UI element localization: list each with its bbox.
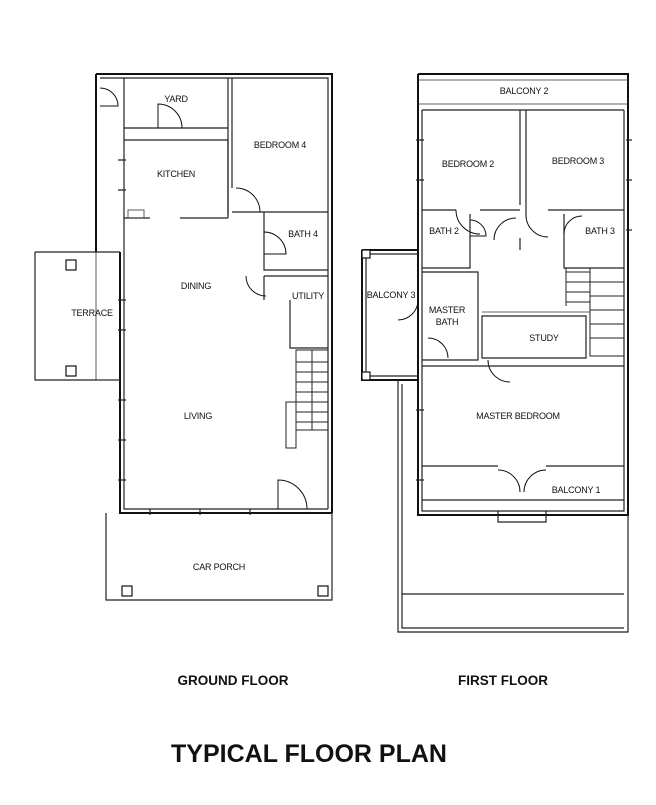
first-staircase <box>565 267 625 357</box>
bath4-door-swing <box>263 231 287 255</box>
balcony1-door-swing <box>497 469 547 493</box>
ground-floor-label: GROUND FLOOR <box>178 673 289 688</box>
room-label-bath4: BATH 4 <box>288 229 318 239</box>
study-door-swing <box>487 359 511 383</box>
balcony3-outline <box>361 249 418 381</box>
ground-windows <box>118 159 126 481</box>
room-label-yard: YARD <box>164 94 188 104</box>
room-label-master-bath-line1: MASTER <box>429 305 466 315</box>
bath2-door-swing <box>469 219 487 237</box>
terrace-post <box>65 365 77 377</box>
room-label-bath2: BATH 2 <box>429 226 459 236</box>
room-label-balcony1: BALCONY 1 <box>552 485 601 495</box>
master-bedroom-wall <box>422 365 624 467</box>
ground-left-strip <box>95 252 120 381</box>
first-floor-outer-wall <box>417 73 629 516</box>
room-label-living: LIVING <box>184 411 213 421</box>
room-label-car-porch: CAR PORCH <box>193 562 245 572</box>
master-bath-wall <box>422 271 479 361</box>
room-label-balcony3: BALCONY 3 <box>367 290 416 300</box>
ground-floor-plan: YARD BEDROOM 4 KITCHEN BATH 4 DINING UTI… <box>34 73 333 601</box>
first-floor-roof-canopy <box>397 380 629 633</box>
bath4-wall <box>263 212 328 271</box>
bedroom4-wall <box>231 78 328 213</box>
room-label-kitchen: KITCHEN <box>157 169 195 179</box>
first-floor-windows <box>416 139 632 481</box>
room-label-terrace: TERRACE <box>71 308 113 318</box>
room-label-utility: UTILITY <box>292 291 324 301</box>
kitchen-wall <box>124 139 229 219</box>
bedroom4-door-swing <box>235 187 261 213</box>
back-door-swing <box>99 87 119 107</box>
terrace-post <box>65 259 77 271</box>
balcony3-post <box>361 371 371 381</box>
balcony1-rail <box>422 499 624 523</box>
room-label-dining: DINING <box>181 281 211 291</box>
room-label-bedroom2: BEDROOM 2 <box>442 159 494 169</box>
room-label-master-bedroom: MASTER BEDROOM <box>476 411 560 421</box>
main-door-swing <box>277 479 308 510</box>
car-porch-outline <box>105 513 333 601</box>
room-label-master-bath-line2: BATH <box>436 317 459 327</box>
bath2-wall <box>422 214 471 269</box>
ground-staircase <box>285 349 329 449</box>
bedroom-divider-wall <box>519 110 527 215</box>
room-label-study: STUDY <box>529 333 559 343</box>
bedroom2-door-swing-2 <box>493 217 517 241</box>
master-bath-door-swing <box>427 337 449 359</box>
car-porch-post <box>121 585 133 597</box>
balcony3-door-swing <box>397 299 419 321</box>
room-label-bedroom4: BEDROOM 4 <box>254 140 306 150</box>
yard-door-swing <box>157 103 183 129</box>
ground-front-window <box>149 509 251 515</box>
study-wall <box>481 315 587 359</box>
plan-title: TYPICAL FLOOR PLAN <box>171 740 447 768</box>
bedroom2-wall <box>422 209 521 250</box>
utility-wall <box>263 275 328 349</box>
first-floor-label: FIRST FLOOR <box>458 673 548 688</box>
bath3-door-swing <box>563 215 583 235</box>
terrace-outline <box>34 251 120 381</box>
room-label-bath3: BATH 3 <box>585 226 615 236</box>
bedroom2-door-swing <box>455 209 481 235</box>
ground-floor-outer-wall <box>95 73 333 514</box>
balcony3-post <box>361 249 371 259</box>
balcony2-rail <box>418 79 628 105</box>
bedroom3-door-swing <box>525 214 549 238</box>
bath3-wall <box>563 214 624 269</box>
first-floor-plan: BALCONY 2 BEDROOM 2 BEDROOM 3 BATH 2 BAT… <box>361 73 632 633</box>
room-label-bedroom3: BEDROOM 3 <box>552 156 604 166</box>
room-label-balcony2: BALCONY 2 <box>500 86 549 96</box>
car-porch-post <box>317 585 329 597</box>
kitchen-counter <box>127 209 145 219</box>
utility-door-swing <box>245 275 267 297</box>
balcony3-inner <box>365 253 418 377</box>
